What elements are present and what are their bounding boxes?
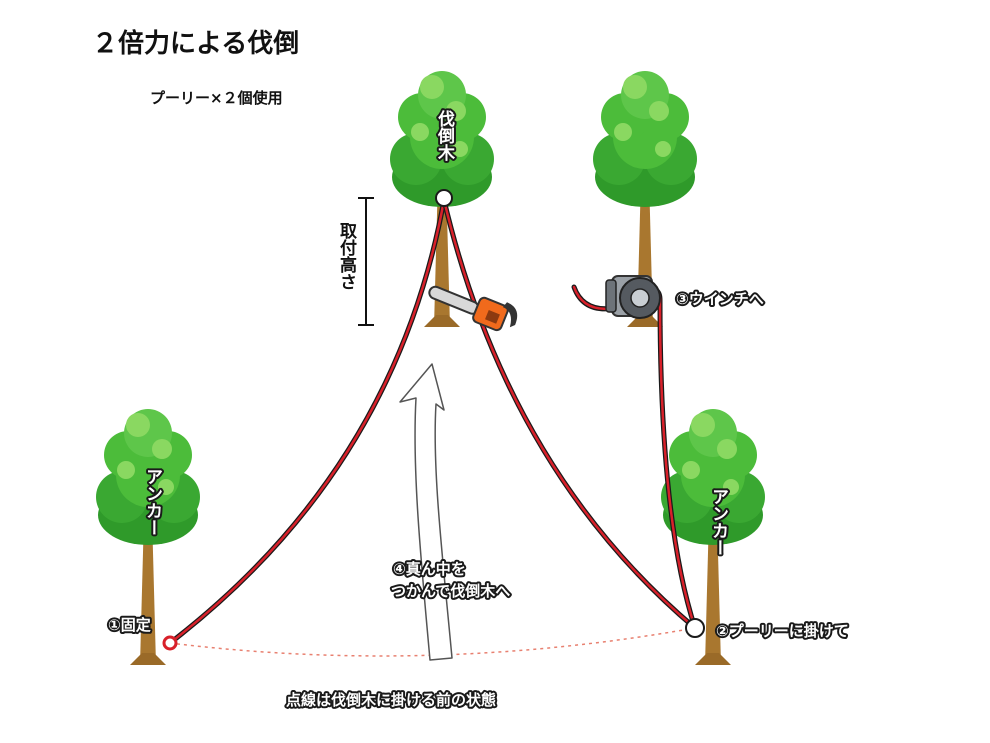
step4-label-line1: ④真ん中を [393,560,466,578]
chainsaw-icon [428,285,518,332]
page-subtitle: プーリー×２個使用 [150,89,283,107]
dotted-line-note: 点線は伐倒木に掛ける前の状態 [286,691,496,709]
mount-height-label: 取付高さ [336,222,357,290]
height-bracket [358,197,374,326]
anchor-left-label: アンカー [142,468,162,536]
anchor-right-label: アンカー [708,488,728,556]
pulley-anchor-icon [685,618,705,638]
step1-label: ①固定 [108,616,151,634]
step2-label: ②プーリーに掛けて [716,622,849,640]
step3-label: ③ウインチへ [676,290,764,308]
felling-tree-label: 伐倒木 [434,109,456,162]
fixed-point-icon [162,635,178,651]
pulley-top-icon [435,189,453,207]
pull-arrow [399,363,453,661]
winch-icon [605,275,661,319]
step4-label-line2: つかんで伐倒木へ [391,582,510,600]
page-title: ２倍力による伐倒 [92,28,299,59]
